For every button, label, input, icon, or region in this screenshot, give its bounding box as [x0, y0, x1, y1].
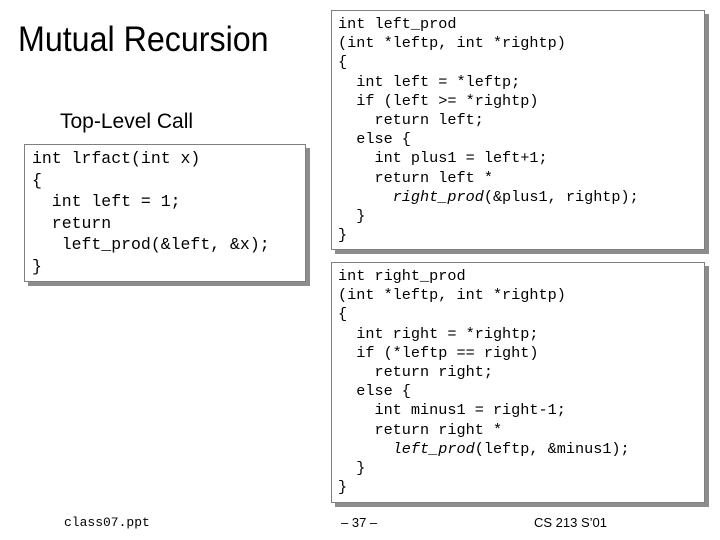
code-line-recursive-call: right_prod(&plus1, rightp); — [338, 188, 639, 207]
right-prod-code-box: int right_prod(int *leftp, int *rightp){… — [331, 262, 705, 503]
code-line: int minus1 = right-1; — [338, 401, 566, 420]
code-line-recursive-call: left_prod(leftp, &minus1); — [338, 440, 630, 459]
code-line: int right_prod — [338, 267, 466, 285]
code-line: } — [338, 226, 348, 245]
code-line: else { — [338, 382, 411, 401]
code-line: int left_prod — [338, 15, 457, 33]
code-line: int left = *leftp; — [338, 72, 521, 91]
call-function-name: right_prod — [392, 187, 484, 206]
code-line: } — [338, 207, 366, 226]
code-line: int lrfact(int x) — [32, 149, 201, 168]
code-line: { — [32, 170, 42, 190]
code-line: left_prod(&left, &x); — [32, 235, 270, 255]
code-line: int right = *rightp; — [338, 324, 539, 343]
footer-filename: class07.ppt — [64, 515, 150, 530]
code-line: int plus1 = left+1; — [338, 149, 548, 168]
code-line: int left = 1; — [32, 192, 181, 212]
left-prod-code-box: int left_prod(int *leftp, int *rightp){ … — [331, 10, 705, 250]
code-line: (int *leftp, int *rightp) — [338, 286, 566, 305]
left-prod-code: int left_prod(int *leftp, int *rightp){ … — [338, 15, 639, 245]
code-line: return right * — [338, 420, 503, 439]
code-line: } — [338, 478, 348, 497]
call-arguments: (&plus1, rightp); — [483, 187, 639, 206]
code-line: } — [32, 256, 42, 276]
code-line: } — [338, 459, 366, 478]
footer-course: CS 213 S’01 — [534, 515, 607, 530]
code-line: if (left >= *rightp) — [338, 91, 539, 110]
code-line: { — [338, 53, 348, 72]
code-line: return left; — [338, 111, 484, 130]
code-line: { — [338, 305, 348, 324]
call-function-name: left_prod — [392, 439, 475, 458]
code-line: return left * — [338, 168, 493, 187]
lrfact-code-box: int lrfact(int x){ int left = 1; return … — [24, 144, 306, 282]
lrfact-code: int lrfact(int x){ int left = 1; return … — [32, 148, 270, 278]
right-prod-code: int right_prod(int *leftp, int *rightp){… — [338, 267, 630, 497]
call-arguments: (leftp, &minus1); — [474, 439, 630, 458]
code-line: return — [32, 213, 112, 233]
code-line: if (*leftp == right) — [338, 343, 539, 362]
slide-title: Mutual Recursion — [18, 20, 269, 59]
code-line: return right; — [338, 363, 493, 382]
slide-subtitle: Top-Level Call — [60, 110, 194, 133]
code-line: (int *leftp, int *rightp) — [338, 34, 566, 53]
code-line: else { — [338, 130, 411, 149]
footer-page-number: – 37 – — [341, 515, 378, 530]
